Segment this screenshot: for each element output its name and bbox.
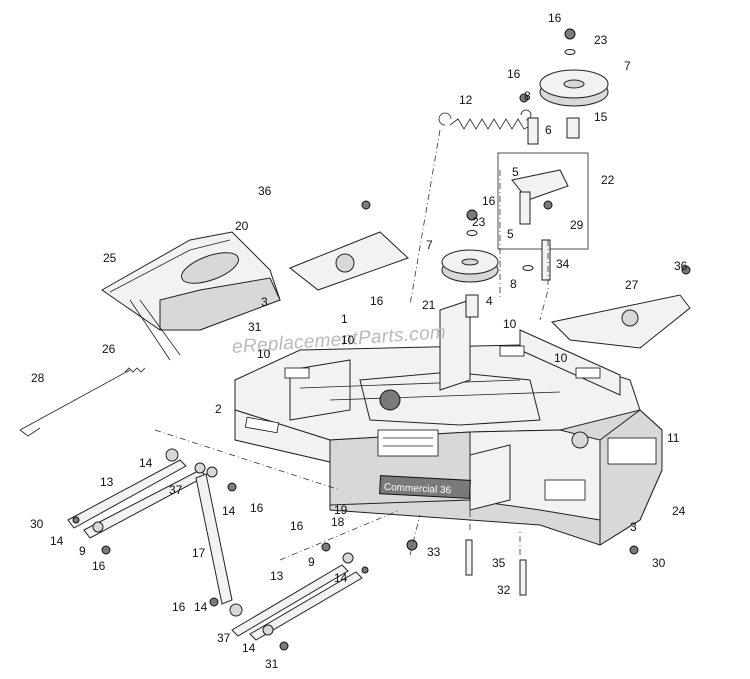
callout-31: 31 xyxy=(265,657,279,671)
extension-spring xyxy=(438,109,533,130)
callout-15: 15 xyxy=(594,110,608,124)
callout-7: 7 xyxy=(426,238,433,252)
callout-23: 23 xyxy=(594,33,608,47)
rod-and-spring xyxy=(19,367,146,437)
callout-17: 17 xyxy=(192,546,206,560)
callout-2: 2 xyxy=(215,402,222,416)
callout-25: 25 xyxy=(103,251,117,265)
callout-37: 37 xyxy=(217,631,231,645)
idler-bracket-assembly xyxy=(497,93,589,281)
callout-14: 14 xyxy=(50,534,64,548)
callout-12: 12 xyxy=(459,93,473,107)
callout-13: 13 xyxy=(100,475,114,489)
callout-24: 24 xyxy=(672,504,686,518)
callout-32: 32 xyxy=(497,583,511,597)
callout-14: 14 xyxy=(334,571,348,585)
callout-37: 37 xyxy=(169,483,183,497)
callout-8: 8 xyxy=(510,277,517,291)
callout-23: 23 xyxy=(472,215,486,229)
callout-3: 3 xyxy=(261,295,268,309)
callout-27: 27 xyxy=(625,278,639,292)
callout-16: 16 xyxy=(172,600,186,614)
mower-deck: Commercial 36 xyxy=(234,299,663,546)
bolts-below xyxy=(406,539,639,596)
callout-16: 16 xyxy=(548,11,562,25)
deck-brand-label: Commercial 36 xyxy=(384,482,452,497)
callout-9: 9 xyxy=(308,555,315,569)
callout-16: 16 xyxy=(370,294,384,308)
callout-16: 16 xyxy=(290,519,304,533)
callout-31: 31 xyxy=(248,320,262,334)
callout-7: 7 xyxy=(624,59,631,73)
callout-10: 10 xyxy=(341,333,355,347)
callout-16: 16 xyxy=(92,559,106,573)
mount-plate-27 xyxy=(550,265,691,349)
baffle-plate-20 xyxy=(289,200,409,291)
callout-3: 3 xyxy=(630,520,637,534)
callout-9: 9 xyxy=(79,544,86,558)
callout-10: 10 xyxy=(503,317,517,331)
callout-36: 36 xyxy=(258,184,272,198)
callout-14: 14 xyxy=(194,600,208,614)
callout-19: 19 xyxy=(334,503,348,517)
callout-1: 1 xyxy=(341,312,348,326)
callout-6: 6 xyxy=(545,123,552,137)
discharge-chute xyxy=(101,231,281,361)
callout-14: 14 xyxy=(139,456,153,470)
callout-11: 11 xyxy=(667,431,680,445)
callout-5: 5 xyxy=(512,165,519,179)
callout-13: 13 xyxy=(270,569,284,583)
callout-14: 14 xyxy=(222,504,236,518)
pulley-upper xyxy=(539,28,609,107)
callout-36: 36 xyxy=(674,259,688,273)
callout-28: 28 xyxy=(31,371,45,385)
callout-20: 20 xyxy=(235,219,249,233)
lift-links xyxy=(67,448,369,651)
callout-22: 22 xyxy=(601,173,615,187)
leader-lines xyxy=(154,129,549,561)
callout-10: 10 xyxy=(257,347,271,361)
callout-29: 29 xyxy=(570,218,584,232)
callout-16: 16 xyxy=(507,67,521,81)
callout-33: 33 xyxy=(427,545,441,559)
callout-18: 18 xyxy=(331,515,345,529)
callout-4: 4 xyxy=(486,294,493,308)
callout-30: 30 xyxy=(652,556,666,570)
callout-5: 5 xyxy=(507,227,514,241)
callout-8: 8 xyxy=(524,89,531,103)
pulley-lower xyxy=(441,209,499,318)
callout-26: 26 xyxy=(102,342,116,356)
callout-16: 16 xyxy=(250,501,264,515)
callout-21: 21 xyxy=(422,298,436,312)
callout-16: 16 xyxy=(482,194,496,208)
callout-14: 14 xyxy=(242,641,256,655)
callout-10: 10 xyxy=(554,351,568,365)
callout-34: 34 xyxy=(556,257,570,271)
callout-30: 30 xyxy=(30,517,44,531)
callout-35: 35 xyxy=(492,556,506,570)
